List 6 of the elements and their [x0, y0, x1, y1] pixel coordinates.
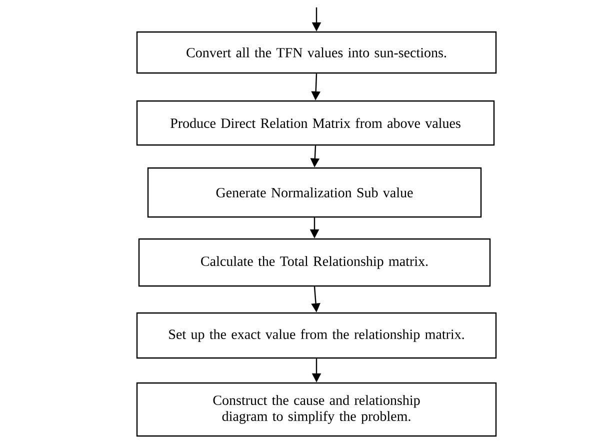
- process-box: Set up the exact value from the relationship matrix.: [136, 312, 497, 359]
- process-box: Convert all the TFN values into sun-sections.: [136, 31, 497, 74]
- process-box: Generate Normalization Sub value: [147, 167, 482, 218]
- process-box: Construct the cause and relationship diagram to simplify the problem.: [136, 382, 497, 437]
- process-box: Produce Direct Relation Matrix from above values: [136, 100, 495, 146]
- process-box: Calculate the Total Relationship matrix.: [138, 238, 491, 287]
